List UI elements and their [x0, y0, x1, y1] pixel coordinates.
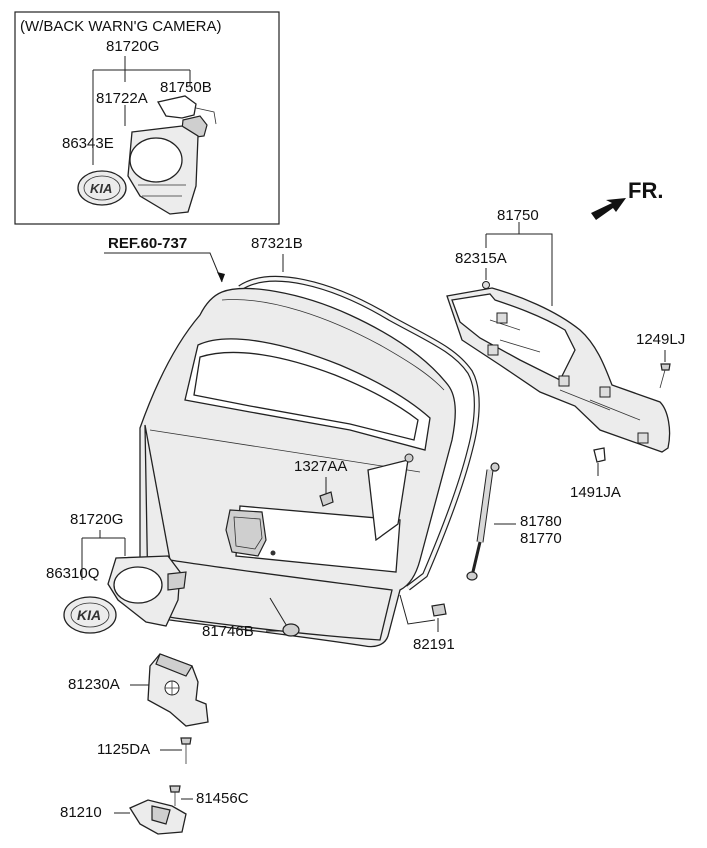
- label-1249LJ: 1249LJ: [636, 331, 685, 348]
- label-81720G: 81720G: [70, 511, 123, 528]
- fr-label: FR.: [628, 178, 663, 203]
- inset-label-81722A: 81722A: [96, 90, 148, 107]
- label-87321B: 87321B: [251, 235, 303, 252]
- tailgate-latch: [147, 653, 209, 727]
- clip-1491JA: [593, 447, 606, 463]
- label-81456C: 81456C: [196, 790, 249, 807]
- tailgate-trim-panel: [446, 287, 671, 453]
- label-86310Q: 86310Q: [46, 565, 99, 582]
- label-82315A: 82315A: [455, 250, 507, 267]
- ref-label: REF.60-737: [108, 235, 187, 252]
- inset-label-86343E: 86343E: [62, 135, 114, 152]
- label-81750: 81750: [497, 207, 539, 224]
- inset-label-81750B: 81750B: [160, 79, 212, 96]
- label-81770: 81770: [520, 530, 562, 547]
- plug-81746B: [282, 623, 300, 637]
- label-81230A: 81230A: [68, 676, 120, 693]
- label-1125DA: 1125DA: [97, 741, 150, 758]
- bumper-stop-82191: [431, 603, 447, 617]
- label-81210: 81210: [60, 804, 102, 821]
- label-82191: 82191: [413, 636, 455, 653]
- front-direction-marker: FR.: [591, 178, 663, 220]
- label-1327AA: 1327AA: [294, 458, 347, 475]
- label-1491JA: 1491JA: [570, 484, 621, 501]
- gas-strut: [466, 462, 500, 581]
- svg-text:KIA: KIA: [77, 607, 101, 623]
- camera-module: [156, 95, 217, 139]
- screw-81456C: [169, 785, 181, 806]
- inset-title: (W/BACK WARN'G CAMERA): [20, 18, 221, 35]
- camera-option-inset: (W/BACK WARN'G CAMERA) 81720G 81722A 817…: [14, 11, 280, 225]
- svg-text:KIA: KIA: [90, 181, 112, 196]
- reference-callout: REF.60-737: [104, 235, 225, 283]
- weatherstrip: [238, 275, 480, 591]
- outside-handle-housing: [107, 555, 187, 627]
- inset-label-81720G: 81720G: [106, 38, 159, 55]
- label-81746B: 81746B: [202, 623, 254, 640]
- label-81780: 81780: [520, 513, 562, 530]
- kia-emblem-inset: KIA: [77, 170, 127, 206]
- kia-emblem: KIA: [63, 596, 117, 634]
- camera-handle-housing: [127, 125, 199, 215]
- screw-1249LJ: [659, 363, 671, 389]
- tailgate-panel: [139, 287, 456, 648]
- latch-actuator: [129, 799, 187, 835]
- bolt-1125DA: [180, 737, 192, 764]
